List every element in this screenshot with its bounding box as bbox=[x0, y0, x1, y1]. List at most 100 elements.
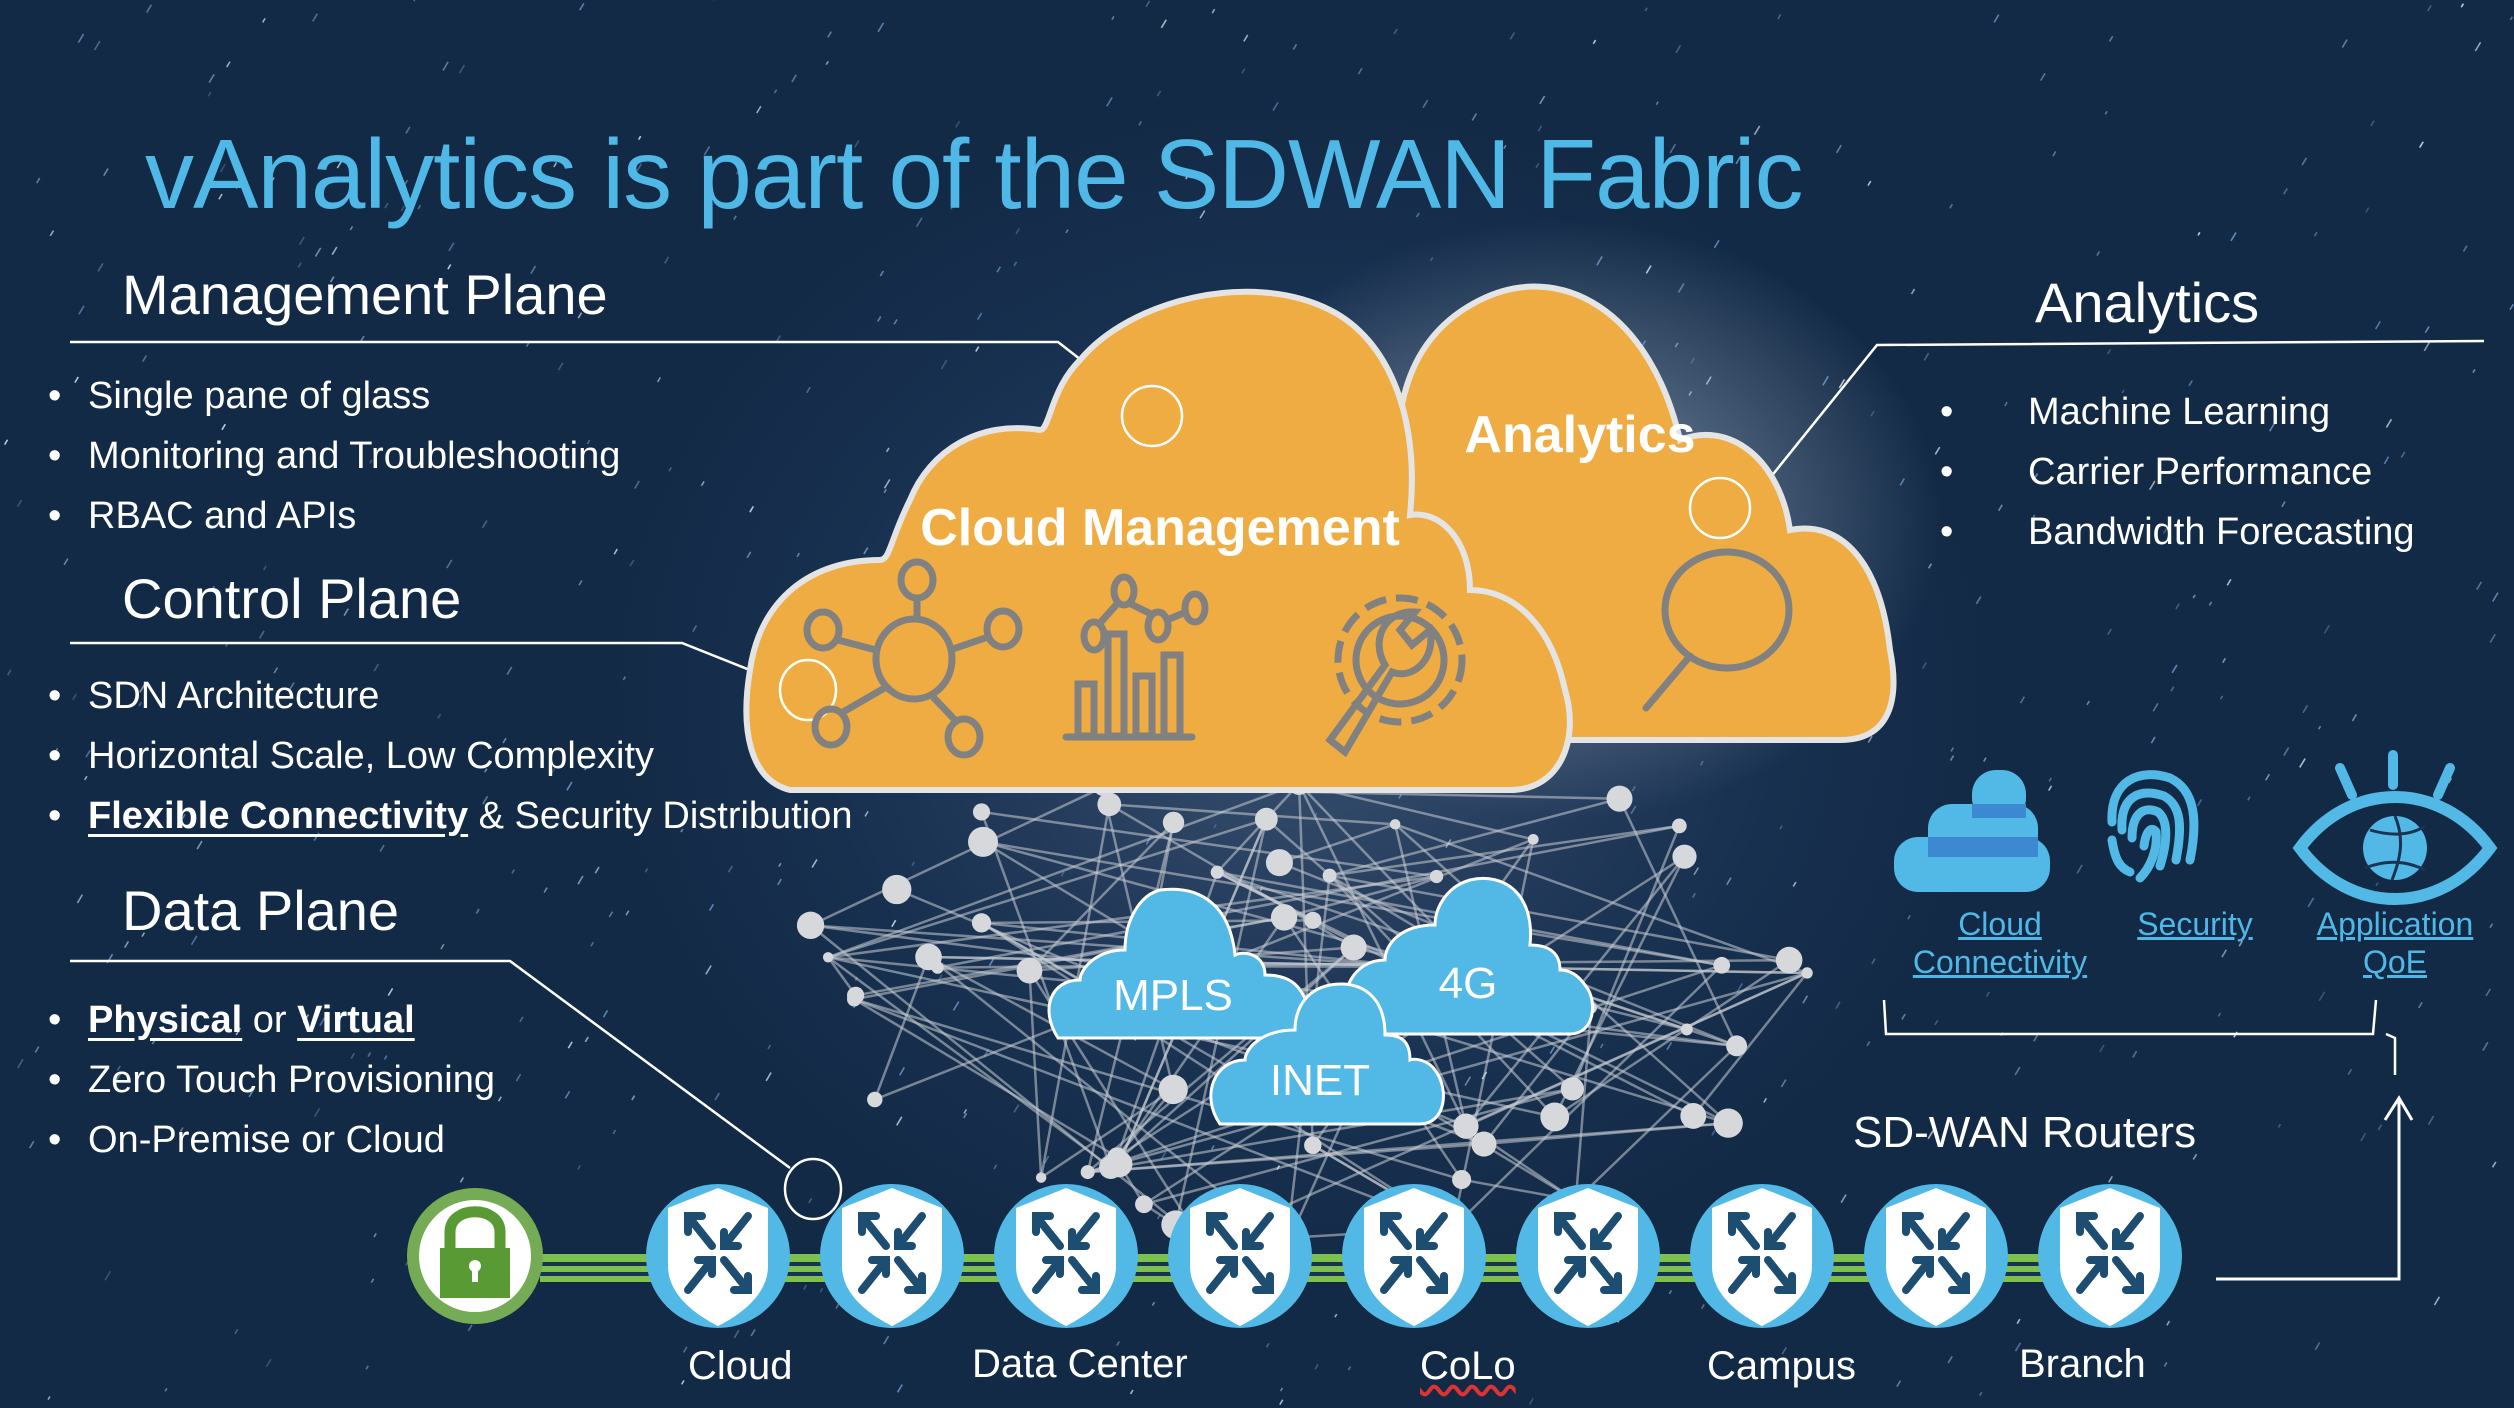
star bbox=[796, 552, 801, 558]
control-plane-bullets: SDN Architecture Horizontal Scale, Low C… bbox=[10, 666, 852, 846]
router-icon[interactable] bbox=[646, 1184, 790, 1328]
security-link[interactable]: Security bbox=[2137, 906, 2253, 942]
router-icon[interactable] bbox=[820, 1184, 964, 1328]
star bbox=[1596, 255, 1603, 266]
bullet-item: Carrier Performance bbox=[1930, 442, 2415, 502]
star bbox=[2491, 1161, 2497, 1168]
cloud-connectivity-link[interactable]: Cloud Connectivity bbox=[1912, 906, 2088, 980]
data-callout-circle bbox=[783, 1157, 843, 1221]
star bbox=[633, 480, 640, 490]
star bbox=[2318, 991, 2326, 1002]
star bbox=[447, 264, 452, 270]
star bbox=[1156, 90, 1162, 97]
router-icon[interactable] bbox=[1168, 1184, 1312, 1328]
physical-link[interactable]: Physical bbox=[88, 999, 243, 1041]
router-icon[interactable] bbox=[1516, 1184, 1660, 1328]
fingerprint-icon bbox=[2107, 770, 2199, 883]
star bbox=[2132, 1050, 2138, 1058]
management-plane-heading: Management Plane bbox=[122, 263, 608, 326]
star bbox=[2351, 713, 2358, 722]
star bbox=[577, 1164, 581, 1170]
mesh-node bbox=[1162, 811, 1185, 834]
star bbox=[700, 480, 705, 487]
star bbox=[314, 247, 322, 257]
mesh-link bbox=[1283, 875, 1437, 919]
star bbox=[1835, 144, 1842, 154]
star bbox=[1106, 96, 1113, 107]
lock-icon[interactable] bbox=[407, 1188, 543, 1324]
star bbox=[1867, 180, 1872, 187]
star bbox=[883, 1335, 890, 1345]
star bbox=[1347, 1366, 1352, 1371]
mesh-link bbox=[937, 824, 1680, 969]
analytics-heading: Analytics bbox=[2035, 271, 2260, 334]
flexible-connectivity-link[interactable]: Flexible Connectivity bbox=[88, 795, 469, 837]
star bbox=[896, 1116, 903, 1126]
star bbox=[1199, 210, 1206, 219]
virtual-link[interactable]: Virtual bbox=[297, 999, 415, 1041]
star bbox=[515, 1073, 522, 1082]
router-icon[interactable] bbox=[994, 1184, 1138, 1328]
star bbox=[373, 1232, 377, 1238]
control-callout-circle bbox=[778, 658, 838, 722]
star bbox=[1949, 755, 1955, 761]
mesh-node bbox=[1389, 819, 1401, 830]
mesh-node bbox=[1452, 1170, 1472, 1190]
cloud-management-label: Cloud Management bbox=[920, 499, 1400, 557]
star bbox=[733, 215, 737, 221]
mesh-node bbox=[1671, 818, 1687, 834]
star bbox=[2208, 601, 2213, 606]
star bbox=[2301, 157, 2308, 166]
star bbox=[705, 965, 712, 975]
mesh-node bbox=[1080, 1165, 1095, 1180]
star bbox=[343, 608, 349, 616]
star bbox=[2313, 231, 2318, 237]
star bbox=[1781, 1346, 1787, 1355]
star bbox=[584, 1036, 589, 1043]
star bbox=[578, 580, 583, 586]
mesh-node bbox=[1035, 1172, 1047, 1183]
application-qoe-link[interactable]: Application QoE bbox=[2316, 906, 2474, 980]
star bbox=[612, 1129, 617, 1135]
star bbox=[1978, 1391, 1983, 1397]
router-icon[interactable] bbox=[1690, 1184, 1834, 1328]
star bbox=[543, 887, 548, 893]
cloud-management-cloud[interactable]: Cloud Management bbox=[743, 288, 1573, 793]
star bbox=[2299, 758, 2306, 768]
star bbox=[234, 1328, 239, 1335]
router-icon[interactable] bbox=[2038, 1184, 2182, 1328]
star bbox=[1292, 43, 1298, 50]
mpls-cloud[interactable]: MPLS bbox=[1047, 887, 1311, 1040]
star bbox=[1471, 112, 1478, 121]
star bbox=[876, 316, 882, 322]
star bbox=[1866, 1041, 1871, 1047]
mesh-link bbox=[853, 998, 1454, 1230]
router-icon[interactable] bbox=[1864, 1184, 2008, 1328]
star bbox=[993, 1164, 998, 1170]
transport-clouds: MPLS 4G INET bbox=[1047, 877, 1594, 1126]
star bbox=[1934, 1019, 1939, 1026]
star bbox=[827, 31, 832, 38]
star bbox=[311, 13, 319, 22]
4g-cloud[interactable]: 4G bbox=[1342, 877, 1594, 1036]
router-icon[interactable] bbox=[1342, 1184, 1486, 1328]
star bbox=[1690, 357, 1696, 364]
mesh-node bbox=[972, 803, 991, 821]
star bbox=[207, 91, 212, 97]
bullet-item: Horizontal Scale, Low Complexity bbox=[10, 726, 852, 786]
mesh-node bbox=[915, 943, 942, 971]
star bbox=[1753, 125, 1761, 136]
bullet-text: or bbox=[242, 999, 298, 1041]
site-label-campus: Campus bbox=[1707, 1344, 1856, 1388]
star bbox=[2370, 120, 2375, 127]
inet-cloud[interactable]: INET bbox=[1209, 982, 1445, 1126]
star bbox=[1398, 794, 1402, 799]
mesh-node bbox=[1713, 1108, 1743, 1138]
star bbox=[2424, 326, 2430, 334]
star bbox=[475, 908, 480, 914]
mesh-node bbox=[1135, 1195, 1153, 1214]
star bbox=[440, 943, 445, 950]
star bbox=[629, 559, 635, 567]
star bbox=[458, 64, 466, 74]
star bbox=[1993, 14, 2000, 23]
